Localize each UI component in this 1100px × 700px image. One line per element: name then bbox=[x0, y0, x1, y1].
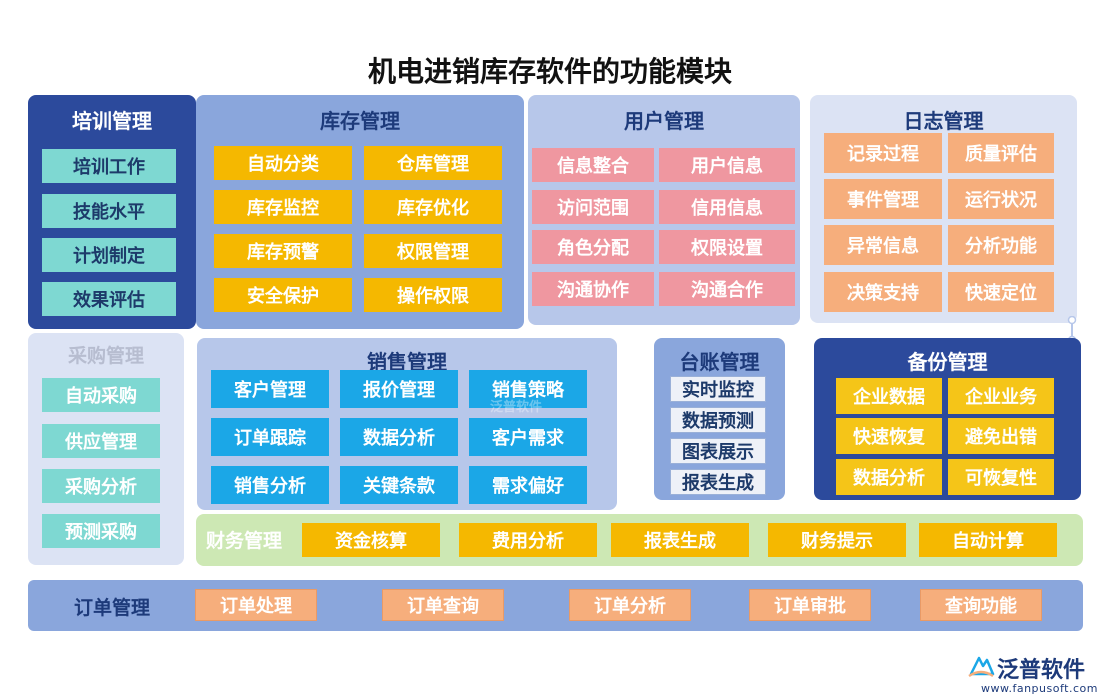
user-item: 沟通合作 bbox=[659, 272, 795, 306]
inventory-item: 库存优化 bbox=[364, 190, 502, 224]
order-title: 订单管理 bbox=[74, 597, 151, 619]
watermark: 泛普软件 bbox=[490, 400, 543, 415]
sales-item: 订单跟踪 bbox=[211, 418, 329, 456]
finance-title: 财务管理 bbox=[206, 530, 283, 552]
user-title: 用户管理 bbox=[624, 109, 704, 133]
finance-item: 报表生成 bbox=[611, 523, 749, 557]
order-item: 订单审批 bbox=[749, 589, 871, 621]
inventory-panel: 库存管理 自动分类 仓库管理 库存监控 库存优化 库存预警 权限管理 安全保护 … bbox=[196, 95, 524, 329]
sales-item: 销售分析 bbox=[211, 466, 329, 504]
purchase-item: 采购分析 bbox=[42, 469, 160, 503]
user-item: 信息整合 bbox=[532, 148, 654, 182]
sales-item: 客户需求 bbox=[469, 418, 587, 456]
log-item: 质量评估 bbox=[948, 133, 1054, 173]
backup-item: 避免出错 bbox=[948, 418, 1054, 454]
sales-item: 销售策略 bbox=[469, 370, 587, 408]
user-item: 角色分配 bbox=[532, 230, 654, 264]
training-title: 培训管理 bbox=[72, 109, 152, 133]
inventory-item: 仓库管理 bbox=[364, 146, 502, 180]
user-panel: 用户管理 信息整合 用户信息 访问范围 信用信息 角色分配 权限设置 沟通协作 … bbox=[528, 95, 800, 325]
order-item: 订单查询 bbox=[382, 589, 504, 621]
order-item: 订单处理 bbox=[195, 589, 317, 621]
sales-item: 需求偏好 bbox=[469, 466, 587, 504]
backup-item: 企业业务 bbox=[948, 378, 1054, 414]
training-item: 培训工作 bbox=[42, 149, 176, 183]
logo-name: 泛普软件 bbox=[997, 658, 1086, 683]
inventory-item: 权限管理 bbox=[364, 234, 502, 268]
logo-icon bbox=[968, 656, 995, 678]
user-item: 权限设置 bbox=[659, 230, 795, 264]
backup-panel: 备份管理 企业数据 企业业务 快速恢复 避免出错 数据分析 可恢复性 bbox=[814, 338, 1081, 500]
training-item: 技能水平 bbox=[42, 194, 176, 228]
sales-item: 客户管理 bbox=[211, 370, 329, 408]
user-item: 用户信息 bbox=[659, 148, 795, 182]
purchase-item: 自动采购 bbox=[42, 378, 160, 412]
order-item: 订单分析 bbox=[569, 589, 691, 621]
log-panel: 日志管理 记录过程 质量评估 事件管理 运行状况 异常信息 分析功能 决策支持 … bbox=[810, 95, 1077, 323]
finance-panel: 财务管理 资金核算 费用分析 报表生成 财务提示 自动计算 bbox=[196, 514, 1083, 566]
order-panel: 订单管理 订单处理 订单查询 订单分析 订单审批 查询功能 bbox=[28, 580, 1083, 631]
training-item: 效果评估 bbox=[42, 282, 176, 316]
log-item: 分析功能 bbox=[948, 225, 1054, 265]
user-item: 沟通协作 bbox=[532, 272, 654, 306]
inventory-title: 库存管理 bbox=[320, 109, 400, 133]
backup-item: 数据分析 bbox=[836, 459, 942, 495]
log-item: 事件管理 bbox=[824, 179, 942, 219]
training-panel: 培训管理 培训工作 技能水平 计划制定 效果评估 bbox=[28, 95, 196, 329]
ledger-item: 实时监控 bbox=[670, 376, 766, 402]
log-title: 日志管理 bbox=[903, 109, 984, 133]
order-item: 查询功能 bbox=[920, 589, 1042, 621]
finance-item: 财务提示 bbox=[768, 523, 906, 557]
purchase-panel: 采购管理 自动采购 供应管理 采购分析 预测采购 bbox=[28, 333, 184, 565]
page-title: 机电进销库存软件的功能模块 bbox=[367, 55, 732, 88]
finance-item: 资金核算 bbox=[302, 523, 440, 557]
brand-logo: 泛普软件 www.fanpusoft.com bbox=[967, 652, 1098, 696]
log-item: 记录过程 bbox=[824, 133, 942, 173]
user-item: 访问范围 bbox=[532, 190, 654, 224]
finance-item: 费用分析 bbox=[459, 523, 597, 557]
purchase-title: 采购管理 bbox=[67, 345, 144, 367]
sales-item: 数据分析 bbox=[340, 418, 458, 456]
backup-title: 备份管理 bbox=[907, 350, 988, 374]
purchase-item: 供应管理 bbox=[42, 424, 160, 458]
finance-item: 自动计算 bbox=[919, 523, 1057, 557]
log-item: 决策支持 bbox=[824, 272, 942, 312]
log-item: 运行状况 bbox=[948, 179, 1054, 219]
inventory-item: 操作权限 bbox=[364, 278, 502, 312]
inventory-item: 自动分类 bbox=[214, 146, 352, 180]
inventory-item: 库存监控 bbox=[214, 190, 352, 224]
sales-item: 报价管理 bbox=[340, 370, 458, 408]
ledger-item: 数据预测 bbox=[670, 407, 766, 433]
backup-item: 快速恢复 bbox=[836, 418, 942, 454]
backup-item: 可恢复性 bbox=[948, 459, 1054, 495]
backup-item: 企业数据 bbox=[836, 378, 942, 414]
training-item: 计划制定 bbox=[42, 238, 176, 272]
log-item: 异常信息 bbox=[824, 225, 942, 265]
sales-panel: 销售管理 客户管理 报价管理 销售策略 订单跟踪 数据分析 客户需求 销售分析 … bbox=[197, 338, 617, 510]
ledger-panel: 台账管理 实时监控 数据预测 图表展示 报表生成 bbox=[654, 338, 785, 500]
user-item: 信用信息 bbox=[659, 190, 795, 224]
log-item: 快速定位 bbox=[948, 272, 1054, 312]
ledger-title: 台账管理 bbox=[679, 350, 760, 374]
inventory-item: 安全保护 bbox=[214, 278, 352, 312]
sales-item: 关键条款 bbox=[340, 466, 458, 504]
logo-url: www.fanpusoft.com bbox=[981, 682, 1098, 695]
ledger-item: 图表展示 bbox=[670, 438, 766, 464]
inventory-item: 库存预警 bbox=[214, 234, 352, 268]
ledger-item: 报表生成 bbox=[670, 469, 766, 495]
purchase-item: 预测采购 bbox=[42, 514, 160, 548]
